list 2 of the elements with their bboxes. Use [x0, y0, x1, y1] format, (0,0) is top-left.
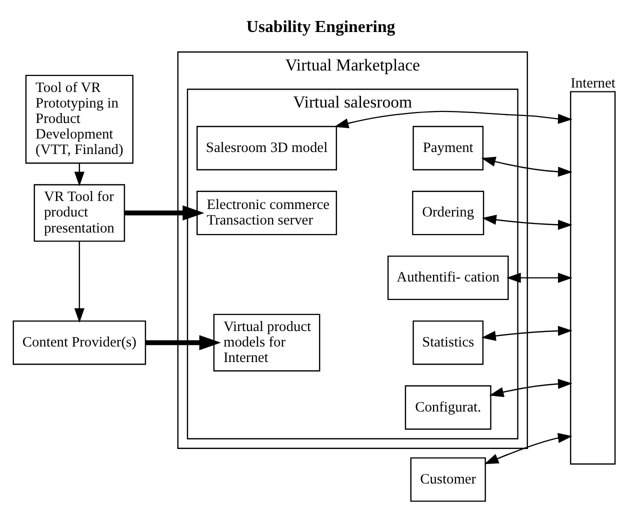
diagram-title: Usability Enginering	[246, 16, 396, 36]
node-label: Internet	[570, 76, 616, 92]
